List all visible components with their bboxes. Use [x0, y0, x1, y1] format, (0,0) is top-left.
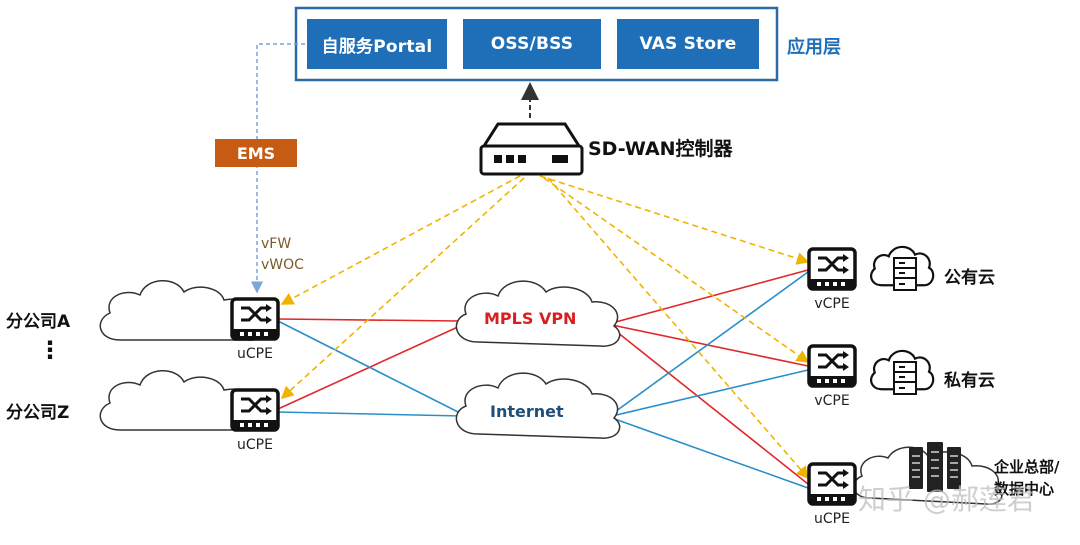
internet-links: [277, 271, 809, 489]
controller-label: SD-WAN控制器: [588, 138, 733, 160]
hq-label-line1: 企业总部/: [994, 458, 1060, 476]
internet-label: Internet: [490, 402, 564, 421]
oss-bss-button[interactable]: OSS/BSS: [463, 19, 601, 69]
branch-a-label: 分公司A: [6, 312, 71, 332]
ucpe-a-label: uCPE: [237, 346, 273, 362]
mpls-vpn-cloud: [455, 280, 621, 347]
public-cloud-label: 公有云: [944, 268, 995, 288]
app-layer-label: 应用层: [787, 37, 841, 58]
controller-icon[interactable]: [479, 122, 584, 176]
internet-cloud: [455, 372, 621, 439]
private-cloud-icon: [869, 349, 935, 395]
vfw-label: vFW: [261, 236, 292, 252]
public-cloud-icon: [869, 245, 935, 291]
portal-button[interactable]: 自服务Portal: [307, 19, 447, 69]
ucpe-z-switch-icon[interactable]: [230, 388, 280, 432]
ucpe-hq-label: uCPE: [814, 511, 850, 527]
vcpe-private-switch-icon[interactable]: [807, 344, 857, 388]
vwoc-label: vWOC: [261, 257, 304, 273]
ems-badge[interactable]: EMS: [215, 139, 297, 167]
vcpe-private-label: vCPE: [814, 393, 850, 409]
branch-ellipsis: ⋮: [38, 336, 62, 364]
vas-store-button[interactable]: VAS Store: [617, 19, 759, 69]
ucpe-z-label: uCPE: [237, 437, 273, 453]
private-cloud-label: 私有云: [944, 371, 995, 391]
ucpe-a-switch-icon[interactable]: [230, 297, 280, 341]
ems-mgmt-line: [251, 43, 305, 294]
control-links: [280, 175, 810, 480]
datacenter-icon: [909, 442, 961, 492]
vcpe-public-switch-icon[interactable]: [807, 247, 857, 291]
hq-label-line2: 数据中心: [994, 480, 1055, 498]
ucpe-hq-switch-icon[interactable]: [807, 462, 857, 506]
watermark: 知乎 @郝莲君: [858, 483, 1035, 516]
vcpe-public-label: vCPE: [814, 296, 850, 312]
mpls-vpn-label: MPLS VPN: [484, 309, 577, 328]
branch-z-label: 分公司Z: [6, 403, 70, 423]
